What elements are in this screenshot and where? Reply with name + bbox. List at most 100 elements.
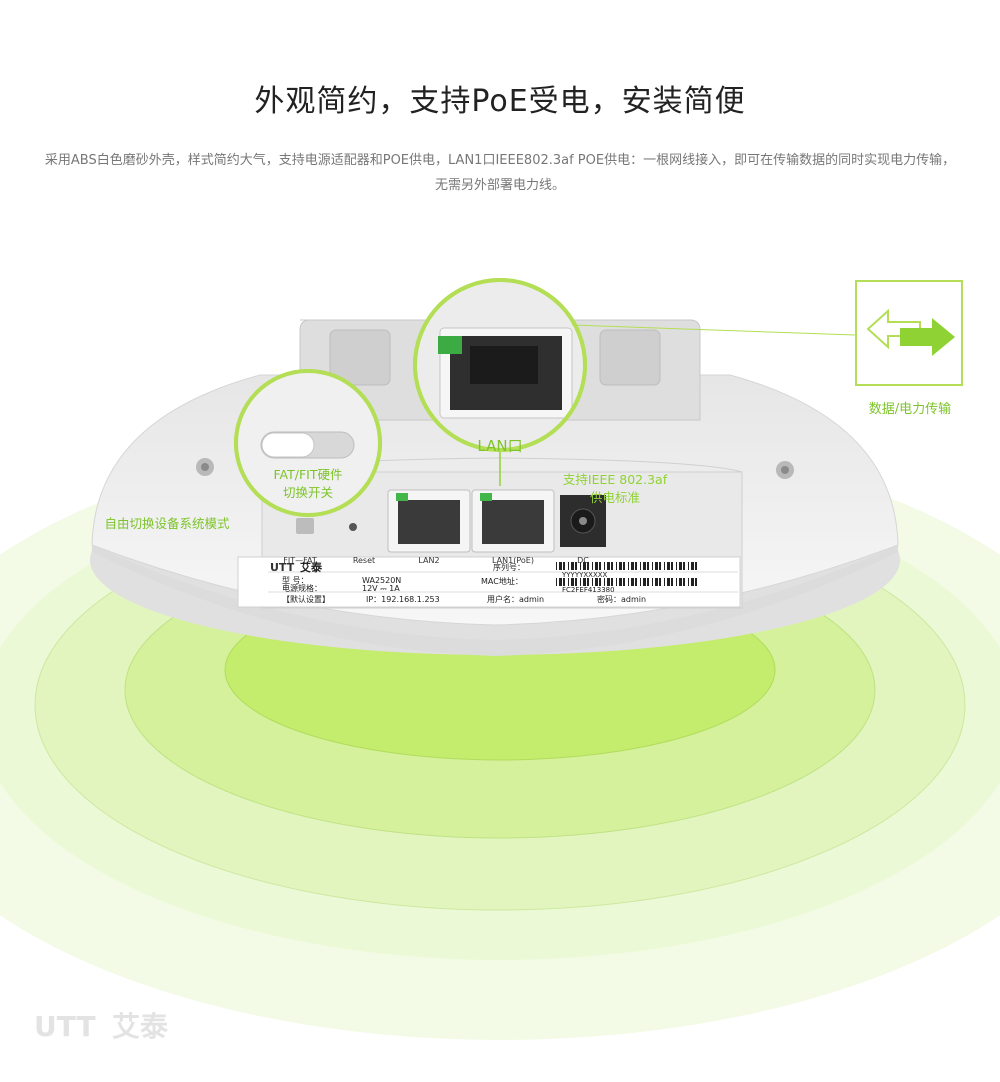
port-label-lan1: LAN1(PoE) xyxy=(492,556,534,565)
barcode-bar xyxy=(655,562,658,570)
brand-watermark-text: 艾泰 xyxy=(112,1010,169,1043)
barcode-bar xyxy=(592,578,593,586)
brand-watermark-logo: UTT xyxy=(34,1010,96,1043)
barcode-bar xyxy=(691,578,694,586)
sticker-model-key: 型 号： xyxy=(282,576,309,585)
sticker-power-key: 电源规格： xyxy=(282,583,322,593)
fit-fat-switch-slot xyxy=(296,518,314,534)
barcode-bar xyxy=(664,562,665,570)
barcode-bar xyxy=(587,578,589,586)
barcode-bar xyxy=(587,562,589,570)
barcode-bar xyxy=(667,562,670,570)
barcode-bar xyxy=(691,562,694,570)
sticker-serial-value: YYYYYXXXXX xyxy=(561,571,608,579)
barcode-bar xyxy=(631,578,634,586)
barcode-bar xyxy=(647,578,649,586)
arrow-caption: 数据/电力传输 xyxy=(869,401,951,417)
barcode-bar xyxy=(688,562,689,570)
barcode-bar xyxy=(652,562,653,570)
sticker-power-value: 12V ⎓ 1A xyxy=(362,584,400,593)
barcode-bar xyxy=(688,578,689,586)
barcode-bar xyxy=(659,578,661,586)
switch-callout-line2: 切换开关 xyxy=(283,485,333,500)
port-label-dc: DC xyxy=(577,556,589,565)
access-point-device xyxy=(90,319,900,656)
barcode-bar xyxy=(571,578,574,586)
barcode-bar xyxy=(616,562,617,570)
barcode-bar xyxy=(676,562,677,570)
port-label-reset: Reset xyxy=(353,556,375,565)
sticker-default-key: 【默认设置】 xyxy=(282,594,330,604)
barcode-bar xyxy=(575,578,577,586)
barcode-bar xyxy=(652,578,653,586)
brand-watermark: UTT 艾泰 xyxy=(34,1010,169,1043)
barcode-bar xyxy=(640,578,641,586)
barcode-bar xyxy=(568,578,569,586)
barcode-bar xyxy=(676,578,677,586)
barcode-bar xyxy=(635,578,637,586)
barcode-bar xyxy=(599,578,601,586)
transmission-arrow-icon xyxy=(855,280,963,386)
barcode-bar xyxy=(643,562,646,570)
dc-power-jack xyxy=(560,495,606,547)
barcode-bar xyxy=(559,562,562,570)
barcode-bar xyxy=(679,578,682,586)
sticker-brand: 艾泰 xyxy=(300,560,323,574)
reset-hole xyxy=(349,523,357,531)
barcode-bar xyxy=(695,578,697,586)
barcode-mac xyxy=(556,578,697,586)
barcode-bar xyxy=(623,562,625,570)
barcode-bar xyxy=(643,578,646,586)
barcode-bar xyxy=(575,562,577,570)
sticker-serial-key: 序列号： xyxy=(493,562,525,572)
poe-callout-line2: 供电标准 xyxy=(590,490,640,505)
barcode-bar xyxy=(556,562,557,570)
barcode-bar xyxy=(667,578,670,586)
barcode-serial xyxy=(556,562,697,570)
poe-callout-line1: 支持IEEE 802.3af xyxy=(563,472,668,487)
lan1-poe-port-jack xyxy=(471,489,555,553)
barcode-bar xyxy=(604,578,605,586)
barcode-bar xyxy=(583,578,586,586)
barcode-bar xyxy=(647,562,649,570)
barcode-bar xyxy=(619,578,622,586)
barcode-bar xyxy=(563,562,565,570)
barcode-bar xyxy=(607,578,610,586)
barcode-bar xyxy=(679,562,682,570)
barcode-bar xyxy=(599,562,601,570)
barcode-bar xyxy=(611,562,613,570)
lan-port-callout: LAN口 xyxy=(477,437,522,455)
switch-side-callout: 自由切换设备系统模式 xyxy=(104,516,230,531)
barcode-bar xyxy=(616,578,617,586)
port-label-lan2: LAN2 xyxy=(418,556,439,565)
barcode-bar xyxy=(631,562,634,570)
barcode-bar xyxy=(671,578,673,586)
barcode-bar xyxy=(683,562,685,570)
sticker-logo-mark: UTT xyxy=(270,561,295,574)
barcode-bar xyxy=(671,562,673,570)
sticker-user: 用户名：admin xyxy=(487,594,544,604)
barcode-bar xyxy=(563,578,565,586)
barcode-bar xyxy=(664,578,665,586)
lan-port-zoom xyxy=(413,278,587,452)
barcode-bar xyxy=(556,578,557,586)
barcode-bar xyxy=(628,562,629,570)
barcode-bar xyxy=(595,562,598,570)
lan2-port-jack xyxy=(387,489,471,553)
barcode-bar xyxy=(659,562,661,570)
barcode-bar xyxy=(580,562,581,570)
barcode-bar xyxy=(568,562,569,570)
barcode-bar xyxy=(628,578,629,586)
barcode-bar xyxy=(559,578,562,586)
barcode-bar xyxy=(571,562,574,570)
sticker-mac-value: FC2FEF413380 xyxy=(562,586,615,594)
barcode-bar xyxy=(623,578,625,586)
barcode-bar xyxy=(583,562,586,570)
switch-callout-line1: FAT/FIT硬件 xyxy=(274,467,343,482)
sticker-model-value: WA2520N xyxy=(362,576,401,585)
barcode-bar xyxy=(640,562,641,570)
barcode-bar xyxy=(683,578,685,586)
sticker-mac-key: MAC地址： xyxy=(481,576,523,586)
page-title: 外观简约，支持PoE受电，安装简便 xyxy=(254,84,746,119)
